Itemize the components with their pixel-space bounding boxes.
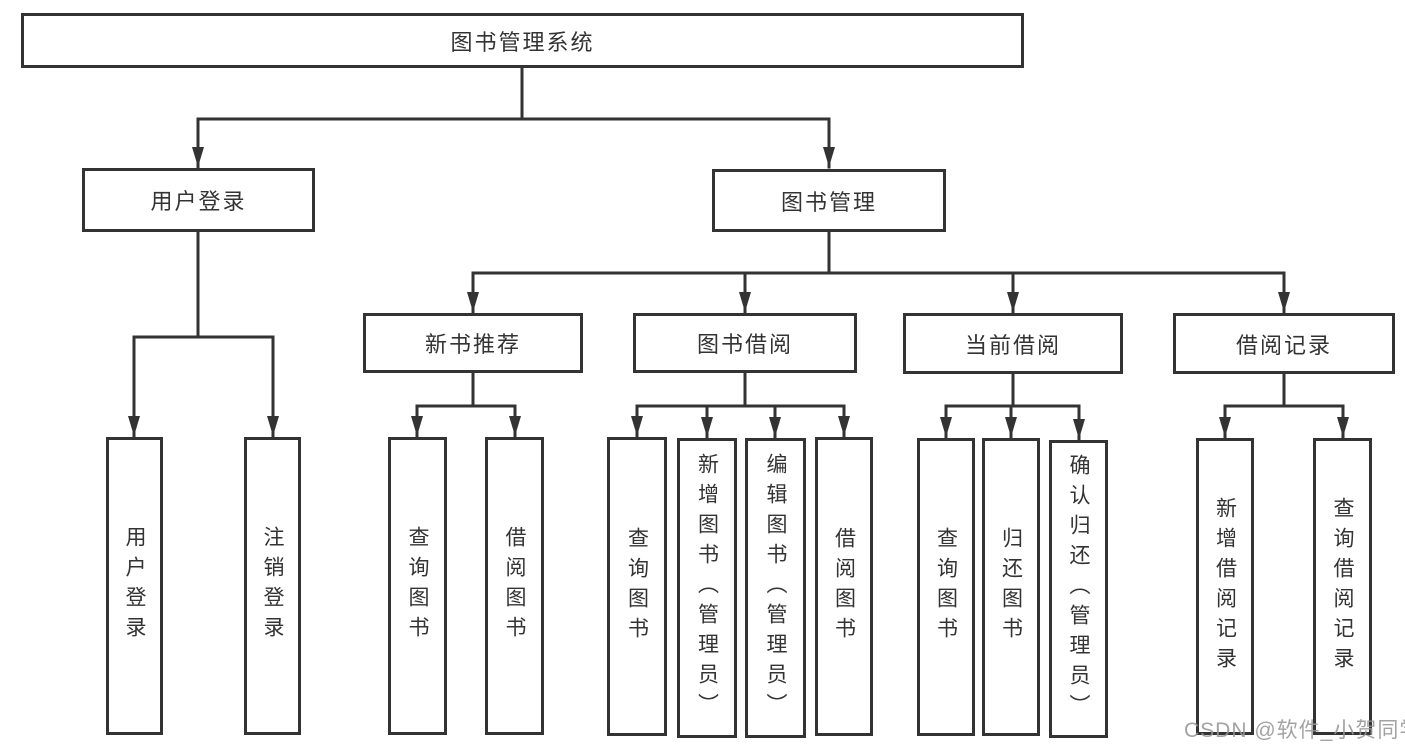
node-book-borrow-label: 图书借阅 xyxy=(696,332,793,357)
leaf-user-login: 用户登录 xyxy=(106,437,163,735)
leaf-query-borrow-record: 查询借阅记录 xyxy=(1313,438,1372,735)
node-new-book-recommend: 新书推荐 xyxy=(363,313,583,373)
leaf-logout-login: 注销登录 xyxy=(244,437,301,735)
leaf-return-books-label: 归还图书 xyxy=(999,527,1023,647)
leaf-logout-login-label: 注销登录 xyxy=(261,526,284,646)
node-new-book-recommend-label: 新书推荐 xyxy=(424,332,521,357)
leaf-borrow-books-recommend: 借阅图书 xyxy=(485,437,544,735)
node-current-borrow: 当前借阅 xyxy=(903,313,1123,374)
node-root: 图书管理系统 xyxy=(21,13,1024,68)
node-user-login-label: 用户登录 xyxy=(150,189,247,214)
leaf-return-books: 归还图书 xyxy=(982,438,1040,736)
leaf-borrow-books-label: 借阅图书 xyxy=(832,526,856,647)
leaf-user-login-label: 用户登录 xyxy=(123,526,146,646)
leaf-query-books-borrow-label: 查询图书 xyxy=(625,526,649,647)
leaf-confirm-return-admin: 确认归还（管理员） xyxy=(1049,440,1108,738)
node-book-borrow: 图书借阅 xyxy=(633,313,857,373)
leaf-borrow-books-recommend-label: 借阅图书 xyxy=(503,526,526,646)
node-user-login: 用户登录 xyxy=(82,168,315,232)
leaf-query-books-current: 查询图书 xyxy=(917,438,975,736)
leaf-query-borrow-record-label: 查询借阅记录 xyxy=(1331,496,1354,677)
leaf-edit-book-admin-label: 编辑图书（管理员） xyxy=(764,453,787,723)
leaf-edit-book-admin: 编辑图书（管理员） xyxy=(745,438,806,738)
leaf-add-book-admin-label: 新增图书（管理员） xyxy=(695,453,719,723)
leaf-query-books-recommend: 查询图书 xyxy=(388,437,447,735)
node-current-borrow-label: 当前借阅 xyxy=(964,332,1061,358)
leaf-borrow-books: 借阅图书 xyxy=(815,437,873,736)
leaf-add-borrow-record-label: 新增借阅记录 xyxy=(1213,496,1237,677)
leaf-query-books-recommend-label: 查询图书 xyxy=(406,526,429,646)
node-borrow-records: 借阅记录 xyxy=(1173,313,1395,374)
node-borrow-records-label: 借阅记录 xyxy=(1235,332,1332,358)
leaf-confirm-return-admin-label: 确认归还（管理员） xyxy=(1067,454,1090,724)
watermark: CSDN @软件_小贺同学 xyxy=(1184,719,1405,742)
node-root-label: 图书管理系统 xyxy=(450,29,595,55)
node-book-management: 图书管理 xyxy=(712,169,946,232)
leaf-query-books-current-label: 查询图书 xyxy=(934,527,958,647)
leaf-add-borrow-record: 新增借阅记录 xyxy=(1196,438,1254,735)
leaf-add-book-admin: 新增图书（管理员） xyxy=(677,438,737,738)
node-book-management-label: 图书管理 xyxy=(780,189,877,215)
leaf-query-books-borrow: 查询图书 xyxy=(607,437,667,736)
